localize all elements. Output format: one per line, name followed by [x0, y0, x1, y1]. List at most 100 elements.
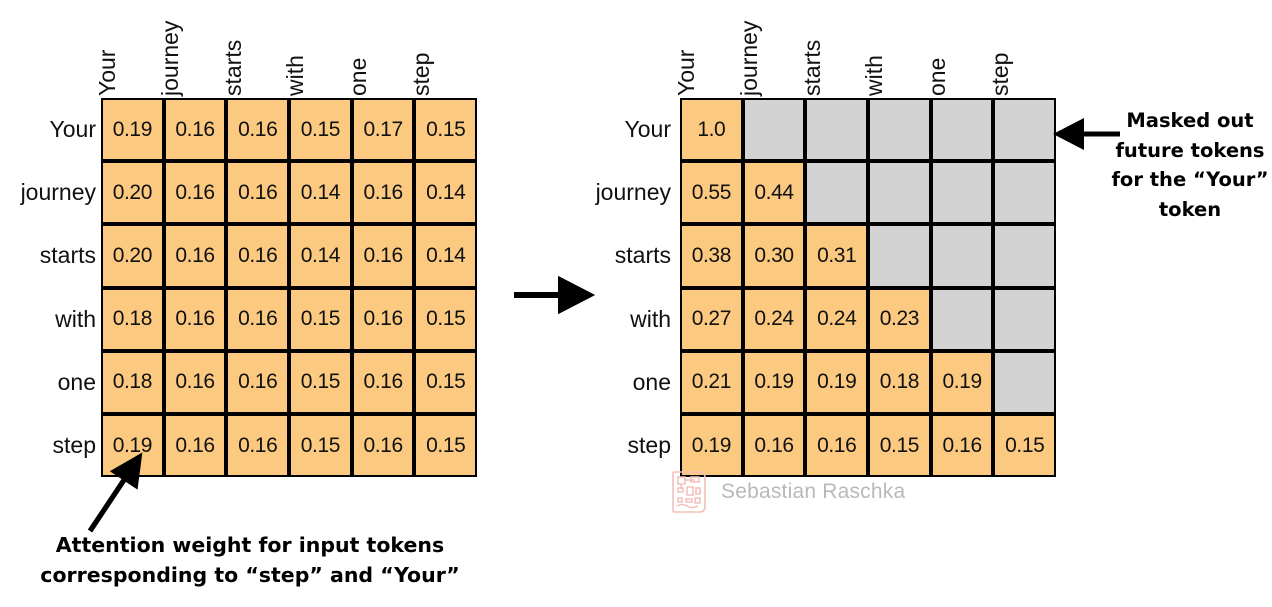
mask-note-arrow-icon [1053, 118, 1120, 151]
matrix-cell: 0.16 [163, 161, 227, 225]
matrix-cell-masked [930, 224, 994, 288]
matrix-cell-masked [993, 161, 1057, 225]
column-header-slot: one [924, 6, 994, 98]
mask-note-caption: Masked out future tokens for the “Your” … [1111, 109, 1269, 221]
matrix-cell-masked [868, 224, 931, 288]
matrix-cell: 0.21 [680, 350, 743, 414]
matrix-cell: 0.16 [226, 224, 290, 288]
matrix-cell: 0.18 [101, 350, 164, 414]
matrix-cell: 0.19 [805, 350, 869, 414]
row-header-step: step [627, 431, 671, 458]
matrix-cell: 0.30 [742, 224, 806, 288]
watermark-logo-icon [672, 471, 706, 513]
matrix-cell: 0.16 [351, 224, 415, 288]
matrix-cell: 0.16 [163, 350, 227, 414]
matrix-cell: 0.15 [414, 413, 478, 478]
matrix-cell: 0.16 [163, 287, 227, 351]
matrix-cell: 0.14 [414, 224, 478, 288]
transform-arrow-icon [514, 275, 596, 315]
column-header-slot: starts [220, 6, 289, 98]
matrix-cell: 0.23 [868, 287, 931, 351]
row-header-one: one [57, 368, 96, 395]
column-header-step: step [407, 52, 434, 96]
matrix-cell: 0.14 [289, 161, 352, 225]
matrix-cell: 0.19 [101, 98, 164, 162]
matrix-cell: 0.24 [805, 287, 869, 351]
matrix-cell: 0.19 [930, 350, 994, 414]
matrix-cell: 0.15 [289, 98, 352, 162]
column-header-with: with [861, 55, 888, 96]
matrix-cell: 0.19 [742, 350, 806, 414]
matrix-cell: 0.27 [680, 287, 743, 351]
matrix-cell: 0.14 [414, 161, 478, 225]
step-callout-arrow-icon [87, 452, 143, 533]
watermark: Sebastian Raschka [670, 469, 905, 515]
matrix-cell: 0.15 [289, 350, 352, 414]
matrix-cell-masked [993, 350, 1057, 414]
matrix-cell: 0.16 [163, 224, 227, 288]
matrix-cell: 0.16 [351, 287, 415, 351]
matrix-cell: 0.16 [163, 98, 227, 162]
column-header-starts: starts [798, 39, 825, 96]
matrix-cell: 1.0 [680, 98, 743, 162]
matrix-cell: 0.18 [101, 287, 164, 351]
matrix-cell: 0.15 [414, 98, 478, 162]
matrix-cell-masked [930, 161, 994, 225]
matrix-cell: 0.18 [868, 350, 931, 414]
matrix-cell: 0.15 [868, 413, 931, 478]
column-header-with: with [282, 55, 309, 96]
column-header-your: Your [94, 49, 121, 96]
matrix-cell: 0.16 [226, 287, 290, 351]
matrix-cell: 0.16 [742, 413, 806, 478]
column-header-one: one [345, 57, 372, 96]
matrix-cell: 0.15 [993, 413, 1057, 478]
column-header-slot: one [345, 6, 415, 98]
matrix-cell-masked [868, 98, 931, 162]
matrix-cell-masked [930, 98, 994, 162]
column-header-journey: journey [736, 20, 763, 96]
column-header-journey: journey [157, 20, 184, 96]
column-header-slot: with [282, 6, 352, 98]
row-header-starts: starts [614, 242, 671, 269]
matrix-cell-masked [805, 161, 869, 225]
matrix-cell: 0.38 [680, 224, 743, 288]
matrix-cell: 0.16 [163, 413, 227, 478]
left-caption: Attention weight for input tokens corres… [40, 533, 460, 587]
matrix-cell: 0.17 [351, 98, 415, 162]
matrix-cell: 0.16 [226, 350, 290, 414]
matrix-cell: 0.16 [351, 350, 415, 414]
matrix-cell: 0.16 [930, 413, 994, 478]
watermark-text: Sebastian Raschka [721, 480, 906, 503]
matrix-cell: 0.20 [101, 224, 164, 288]
row-header-your: Your [624, 116, 671, 142]
matrix-cell: 0.14 [289, 224, 352, 288]
matrix-cell: 0.44 [742, 161, 806, 225]
matrix-cell-masked [930, 287, 994, 351]
matrix-cell: 0.16 [351, 413, 415, 478]
column-header-slot: step [987, 6, 1056, 98]
row-header-with: with [630, 305, 671, 332]
column-header-slot: journey [157, 6, 227, 98]
matrix-cell-masked [993, 98, 1057, 162]
matrix-cell: 0.15 [414, 350, 478, 414]
column-header-slot: Your [94, 6, 164, 98]
matrix-cell: 0.16 [226, 161, 290, 225]
column-header-slot: journey [736, 6, 806, 98]
matrix-cell-masked [993, 224, 1057, 288]
matrix-cell: 0.31 [805, 224, 869, 288]
row-header-step: step [52, 431, 96, 458]
row-header-starts: starts [39, 242, 96, 269]
matrix-cell: 0.16 [805, 413, 869, 478]
matrix-cell-masked [742, 98, 806, 162]
column-header-slot: with [861, 6, 931, 98]
row-header-your: Your [49, 116, 96, 142]
column-header-one: one [924, 57, 951, 96]
matrix-cell: 0.15 [289, 413, 352, 478]
